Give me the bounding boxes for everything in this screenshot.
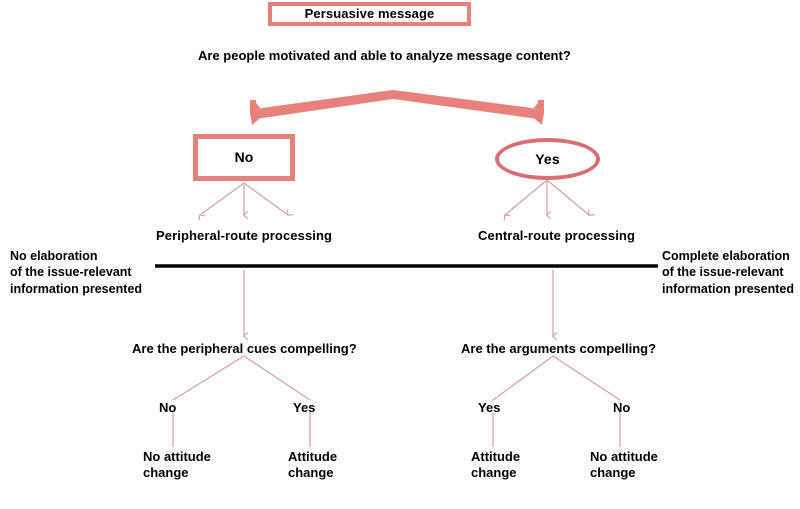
central-route-label: Central-route processing [478, 228, 635, 243]
decision-node-no: No [193, 134, 295, 181]
decision-node-yes: Yes [495, 138, 600, 180]
central-fan-arrows [503, 179, 595, 221]
outcome-central-yes: Attitude change [471, 449, 521, 481]
decision-node-no-label: No [234, 149, 254, 166]
central-branch-yes-label: Yes [478, 400, 501, 415]
central-branch-lines [492, 355, 621, 447]
peripheral-branch-yes-label: Yes [293, 400, 316, 415]
primary-split-arrows [250, 90, 544, 125]
decision-node-yes-label: Yes [535, 150, 560, 167]
peripheral-branch-lines [172, 355, 311, 447]
outcome-central-no: No attitude change [590, 449, 658, 481]
persuasive-message-node: Persuasive message [268, 2, 471, 26]
root-question-label: Are people motivated and able to analyze… [198, 48, 571, 63]
peripheral-route-label: Peripheral-route processing [156, 228, 333, 243]
peripheral-fan-arrows [198, 182, 294, 221]
no-elaboration-label: No elaboration of the issue-relevant inf… [10, 249, 142, 296]
peripheral-branch-no-label: No [159, 400, 177, 415]
complete-elaboration-label: Complete elaboration of the issue-releva… [662, 249, 794, 296]
outcome-peripheral-no: No attitude change [143, 449, 211, 481]
peripheral-cues-question: Are the peripheral cues compelling? [132, 341, 357, 356]
arguments-question: Are the arguments compelling? [461, 341, 657, 356]
central-branch-no-label: No [613, 400, 631, 415]
persuasive-message-label: Persuasive message [304, 6, 435, 22]
outcome-peripheral-yes: Attitude change [288, 449, 338, 481]
